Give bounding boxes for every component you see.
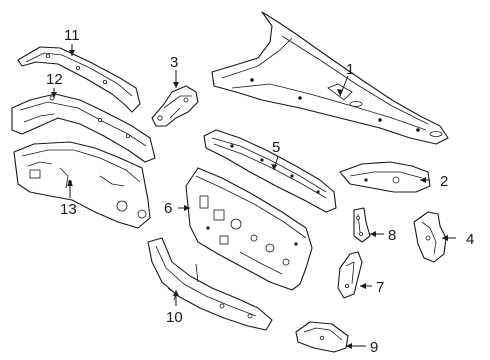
part-1-cowl-top [211,11,449,145]
arrowhead-12 [51,92,57,98]
arrowhead-10 [173,290,179,296]
callout-2: 2 [440,173,448,190]
callout-1: 1 [346,61,354,78]
arrowhead-3 [173,82,179,88]
arrowhead-7 [360,283,366,289]
part-11-upper-rail [17,46,141,113]
part-9-lower-bracket [295,321,349,353]
part-7-bracket [337,251,363,299]
callout-3: 3 [170,54,178,71]
part-10-lower-reinforcement [147,237,273,331]
arrowhead-2 [420,177,426,183]
callout-5: 5 [272,139,280,156]
callout-12: 12 [46,71,63,88]
arrowhead-4 [442,235,448,241]
callout-arrowheads [51,50,448,349]
part-13-lower-side-panel [13,141,151,229]
part-3-bracket [151,85,199,127]
arrowhead-13 [67,180,73,186]
arrowhead-5 [271,164,277,170]
callout-8: 8 [388,227,396,244]
callout-9: 9 [370,339,378,356]
callout-4: 4 [466,231,474,248]
part-2-lower-cowl [339,161,431,193]
callout-11: 11 [64,27,80,44]
part-12-extension-panel [11,93,156,163]
callout-13: 13 [60,201,77,218]
part-8-small-bracket [353,207,371,243]
part-4-side-bracket [413,211,447,263]
arrowhead-8 [370,231,376,237]
arrowhead-1 [337,89,343,96]
arrowhead-11 [69,50,75,56]
callout-6: 6 [164,200,172,217]
callout-labels: 1 2 3 4 5 6 7 8 9 10 11 12 13 [46,27,474,356]
arrowhead-6 [184,205,190,211]
part-5-upper-cowl-panel [203,129,337,213]
callout-7: 7 [376,279,384,296]
callout-10: 10 [166,309,183,326]
arrowhead-9 [346,343,352,349]
part-6-dash-panel [185,167,313,291]
